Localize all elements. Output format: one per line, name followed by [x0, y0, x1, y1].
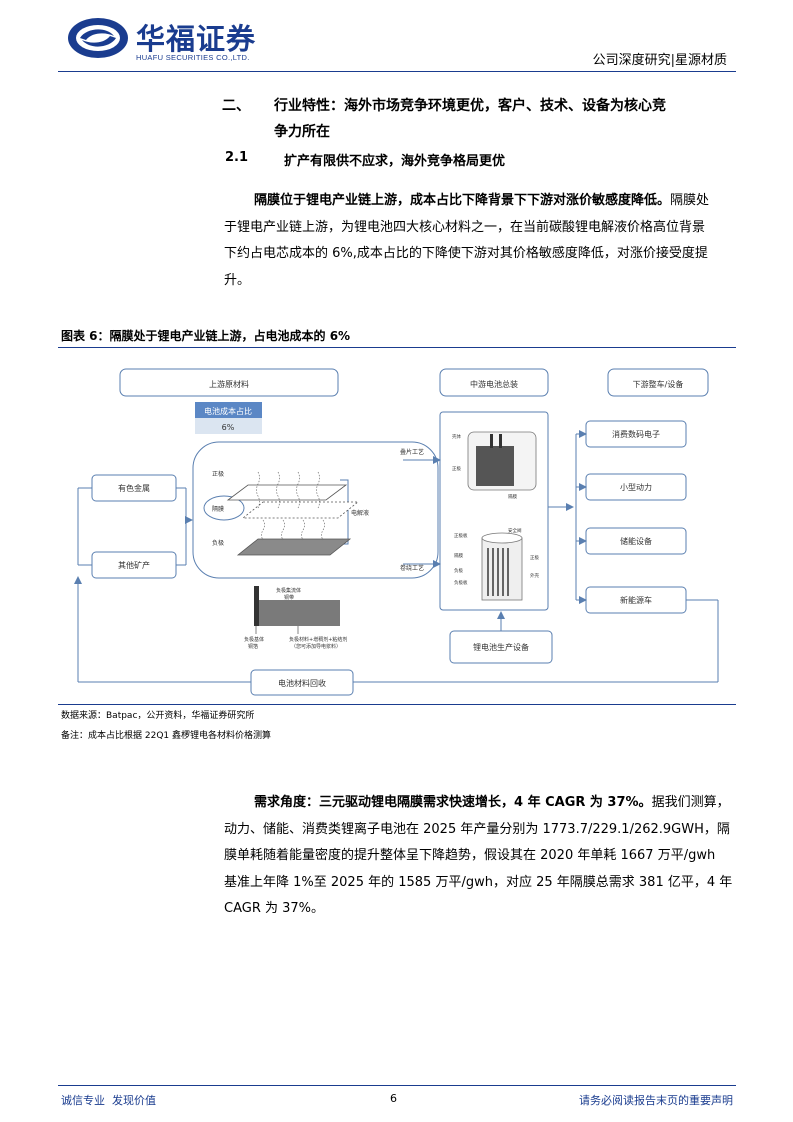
- collector-tab-graphic: [254, 586, 259, 626]
- paragraph-lead: 隔膜位于锂电产业链上游，成本占比下降背景下下游对涨价敏感度降低。: [254, 193, 671, 208]
- figure-note: 备注：成本占比根据 22Q1 鑫椤锂电各材料价格测算: [61, 731, 271, 741]
- anode-layer: [236, 538, 352, 556]
- downstream-label-ev: 新能源车: [620, 595, 652, 605]
- collector-label-2: 铜带: [284, 594, 294, 601]
- paragraph-text: 隔膜处: [670, 193, 710, 208]
- footer-slogan: 诚信专业 发现价值: [61, 1094, 156, 1107]
- paragraph-line: CAGR 为 37%。: [224, 901, 325, 916]
- subsection-title: 扩产有限供不应求，海外竞争格局更优: [284, 154, 506, 169]
- paragraph-line: 隔膜位于锂电产业链上游，成本占比下降背景下下游对涨价敏感度降低。隔膜处: [224, 188, 738, 215]
- paragraph-1: 隔膜位于锂电产业链上游，成本占比下降背景下下游对涨价敏感度降低。隔膜处 于锂电产…: [224, 188, 738, 294]
- company-name: 华福证券: [136, 22, 257, 56]
- pouch-tab-2: [499, 434, 502, 448]
- paragraph-2: 需求角度：三元驱动锂电隔膜需求快速增长，4 年 CAGR 为 37%。据我们测算…: [224, 790, 738, 923]
- figure-bottom-rule: [58, 704, 736, 705]
- paragraph-line: 动力、储能、消费类锂离子电池在 2025 年产量分别为 1773.7/229.1…: [224, 821, 730, 837]
- downstream-label-storage: 储能设备: [620, 536, 652, 546]
- figure-source: 数据来源：Batpac，公开资料，华福证券研究所: [61, 711, 255, 721]
- supply-chain-diagram: 上游原材料 中游电池总装 下游整车/设备 电池成本占比 6% 有色金属 其他矿产…: [74, 368, 719, 696]
- equipment-label: 锂电池生产设备: [473, 642, 529, 652]
- electrolyte-label: 电解液: [351, 509, 369, 517]
- company-name-en: HUAFU SECURITIES CO.,LTD.: [136, 53, 250, 62]
- huafu-logo-icon: [68, 18, 128, 58]
- process-bottom-label: 卷绕工艺: [400, 564, 424, 572]
- pouch-label: 正极: [452, 465, 461, 472]
- downstream-title: 下游整车/设备: [633, 379, 684, 389]
- collector-label-1: 负极集流体: [276, 587, 301, 594]
- cyl-label: 外壳: [530, 572, 539, 579]
- cost-share-label: 电池成本占比: [204, 406, 252, 416]
- recycle-label: 电池材料回收: [278, 678, 326, 688]
- pouch-cell-stack: [476, 446, 514, 486]
- cyl-label: 负极板: [454, 579, 468, 586]
- nonferrous-label: 有色金属: [118, 483, 150, 493]
- company-logo: 华福证券 HUAFU SECURITIES CO.,LTD.: [66, 14, 266, 64]
- cyl-cell-cap: [481, 532, 523, 544]
- substrate-label-2: 铜箔: [248, 643, 258, 650]
- cathode-label: 正极: [212, 470, 224, 478]
- cost-share-value: 6%: [222, 423, 235, 432]
- anode-label: 负极: [212, 539, 224, 547]
- cell-core-box: [192, 441, 439, 579]
- pouch-label: 隔膜: [508, 493, 517, 500]
- separator-layer: [241, 501, 360, 519]
- page-number: 6: [390, 1092, 397, 1105]
- material-label-1: 负极材料+增稠剂+粘结剂: [289, 636, 347, 643]
- cyl-label: 负极: [454, 567, 463, 574]
- substrate-label-1: 负极基体: [244, 636, 264, 643]
- report-type: 公司深度研究|星源材质: [592, 53, 727, 68]
- paragraph-lead: 需求角度：三元驱动锂电隔膜需求快速增长，4 年 CAGR 为 37%。: [254, 795, 652, 810]
- downstream-label-small-power: 小型动力: [620, 482, 652, 492]
- process-top-label: 叠片工艺: [400, 448, 424, 456]
- paragraph-line: 于锂电产业链上游，为锂电池四大核心材料之一，在当前碳酸锂电解液价格高位背景: [224, 219, 706, 235]
- section-number: 二、: [222, 98, 250, 114]
- cathode-layer: [226, 484, 348, 501]
- cyl-label: 安全阀: [508, 527, 522, 534]
- pouch-tab-1: [490, 434, 493, 448]
- electrolyte-waves: [256, 471, 325, 541]
- midstream-cell-box: [439, 411, 549, 611]
- upstream-title: 上游原材料: [209, 379, 249, 389]
- cost-share-header: [195, 402, 262, 418]
- paragraph-line: 基准上年降 1%至 2025 年的 1585 万平/gwh，对应 25 年隔膜总…: [224, 874, 733, 890]
- pouch-label: 壳体: [452, 433, 461, 440]
- cyl-cell-windings: [487, 548, 509, 596]
- paragraph-line: 膜单耗随着能量密度的提升整体呈下降趋势，假设其在 2020 年单耗 1667 万…: [224, 848, 716, 863]
- midstream-title-box: [439, 368, 549, 397]
- paragraph-line: 升。: [224, 272, 251, 288]
- cyl-label: 正极: [530, 554, 539, 561]
- other-mineral-label: 其他矿产: [118, 560, 150, 570]
- copper-foil-graphic: [258, 600, 340, 626]
- cyl-label: 正极板: [454, 532, 468, 539]
- footer-rule: [58, 1085, 736, 1086]
- section-title-line: 争力所在: [274, 124, 330, 140]
- paragraph-text: 据我们测算，: [651, 795, 730, 810]
- separator-highlight: [203, 495, 245, 521]
- paragraph-line: 下约占电芯成本的 6%,成本占比的下降使下游对其价格敏感度降低，对涨价接受度提: [224, 246, 708, 261]
- subsection-number: 2.1: [225, 150, 249, 165]
- separator-label: 隔膜: [212, 505, 224, 513]
- figure-title: 图表 6：隔膜处于锂电产业链上游，占电池成本的 6%: [61, 329, 351, 343]
- header-rule: [58, 71, 736, 72]
- footer-disclaimer: 请务必阅读报告末页的重要声明: [579, 1094, 733, 1107]
- section-title-line: 行业特性：海外市场竞争环境更优，客户、技术、设备为核心竞: [274, 98, 666, 114]
- cost-share-body: [195, 418, 262, 434]
- material-label-2: （您可添加导电浆料）: [291, 643, 341, 650]
- section-title: 行业特性：海外市场竞争环境更优，客户、技术、设备为核心竞 争力所在: [274, 93, 744, 145]
- paragraph-line: 需求角度：三元驱动锂电隔膜需求快速增长，4 年 CAGR 为 37%。据我们测算…: [224, 790, 738, 817]
- downstream-title-box: [607, 368, 709, 397]
- cyl-label: 隔膜: [454, 552, 463, 559]
- midstream-title: 中游电池总装: [470, 379, 518, 389]
- downstream-label-consumer: 消费数码电子: [612, 429, 660, 439]
- upstream-title-box: [119, 368, 339, 397]
- figure-top-rule: [58, 347, 736, 348]
